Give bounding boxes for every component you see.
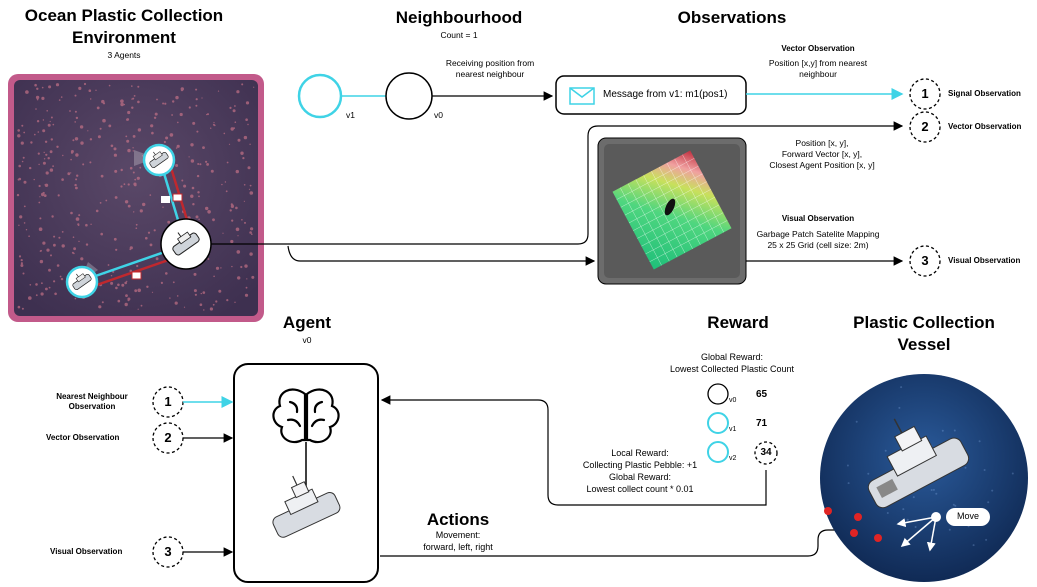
brain-icon bbox=[272, 388, 340, 444]
obs-badge-3 bbox=[909, 245, 941, 277]
reward-row-1-agent: v1 bbox=[729, 426, 737, 433]
visual-obs-desc-0: Garbage Patch Satelite Mapping bbox=[756, 229, 880, 239]
reward-global-line2: Lowest Collected Plastic Count bbox=[669, 364, 795, 374]
agent-badge-3-text: 3 bbox=[164, 544, 172, 559]
reward-row-2-value: 34 bbox=[760, 447, 772, 458]
envelope-icon bbox=[569, 87, 595, 105]
visual-obs-desc-1: 25 x 25 Grid (cell size: 2m) bbox=[767, 240, 869, 250]
obs-badge-1 bbox=[909, 78, 941, 110]
environment-map bbox=[8, 74, 264, 322]
vector-obs-desc-line1: Position [x,y] from nearest bbox=[768, 58, 868, 68]
visual-observation-label: Visual Observation bbox=[948, 256, 1021, 265]
reward-row-0-value: 65 bbox=[756, 389, 768, 400]
reward-row-0-agent: v0 bbox=[729, 397, 737, 404]
obs-badge-1-text: 1 bbox=[921, 86, 929, 101]
agent-input-3: Visual Observation bbox=[50, 547, 123, 556]
boat-icon bbox=[172, 231, 200, 256]
neighbour-v1-circle bbox=[297, 73, 343, 119]
reward-v2-icon bbox=[707, 441, 729, 463]
vector-obs-desc-line2: neighbour bbox=[799, 69, 837, 79]
environment-subtitle: 3 Agents bbox=[107, 50, 141, 60]
obs-badge-3-text: 3 bbox=[921, 253, 929, 268]
vector-detail-1: Forward Vector [x, y], bbox=[781, 149, 863, 159]
move-label: Move bbox=[956, 511, 980, 521]
neighbourhood-receiving-line1: Receiving position from bbox=[445, 58, 535, 68]
visual-observation-tile bbox=[597, 137, 747, 285]
boat-icon bbox=[149, 151, 169, 169]
reward-v2-badge bbox=[754, 441, 778, 465]
neighbourhood-count: Count = 1 bbox=[440, 30, 478, 40]
neighbour-v1-label: v1 bbox=[346, 110, 355, 120]
neighbour-v0-label: v0 bbox=[434, 110, 443, 120]
reward-local-2: Global Reward: bbox=[608, 472, 672, 482]
message-label: Message from v1: m1(pos1) bbox=[603, 89, 728, 100]
reward-local-0: Local Reward: bbox=[611, 448, 669, 458]
reward-local-3: Lowest collect count * 0.01 bbox=[586, 484, 694, 494]
observations-title: Observations bbox=[677, 8, 787, 27]
reward-row-2-agent: v2 bbox=[729, 455, 737, 462]
reward-v0-icon bbox=[707, 383, 729, 405]
vessel-view bbox=[820, 374, 1028, 582]
vessel-title-line2: Vessel bbox=[897, 335, 951, 354]
message-box bbox=[555, 75, 747, 115]
agent-subtitle: v0 bbox=[302, 335, 312, 345]
reward-global-line1: Global Reward: bbox=[700, 352, 764, 362]
neighbourhood-receiving-line2: nearest neighbour bbox=[455, 69, 525, 79]
environment-title-line2: Environment bbox=[72, 28, 176, 47]
reward-v1-icon bbox=[707, 412, 729, 434]
environment-title-line1: Ocean Plastic Collection bbox=[24, 6, 224, 25]
vector-detail-0: Position [x, y], bbox=[795, 138, 849, 148]
reward-row-1-value: 71 bbox=[756, 418, 768, 429]
vector-obs-title: Vector Observation bbox=[781, 44, 855, 53]
reward-title: Reward bbox=[707, 313, 769, 332]
signal-observation-label: Signal Observation bbox=[948, 89, 1021, 98]
obs-badge-2 bbox=[909, 111, 941, 143]
agent-ship-icon bbox=[272, 475, 341, 538]
actions-line1: Movement: bbox=[435, 530, 481, 540]
neighbour-v0-circle bbox=[385, 72, 433, 120]
vector-observation-label: Vector Observation bbox=[948, 122, 1022, 131]
actions-line2: forward, left, right bbox=[423, 542, 493, 552]
neighbourhood-title: Neighbourhood bbox=[395, 8, 523, 27]
agent-title: Agent bbox=[282, 313, 332, 332]
agent-badge-2-text: 2 bbox=[164, 430, 172, 445]
reward-local-1: Collecting Plastic Pebble: +1 bbox=[582, 460, 698, 470]
boat-icon bbox=[72, 273, 92, 291]
obs-badge-2-text: 2 bbox=[921, 119, 929, 134]
agent-input-2: Vector Observation bbox=[46, 433, 120, 442]
visual-obs-title: Visual Observation bbox=[781, 214, 855, 223]
vector-detail-2: Closest Agent Position [x, y] bbox=[769, 160, 875, 170]
vessel-title-line1: Plastic Collection bbox=[853, 313, 995, 332]
agent-badge-1-text: 1 bbox=[164, 394, 172, 409]
actions-title: Actions bbox=[426, 510, 490, 529]
